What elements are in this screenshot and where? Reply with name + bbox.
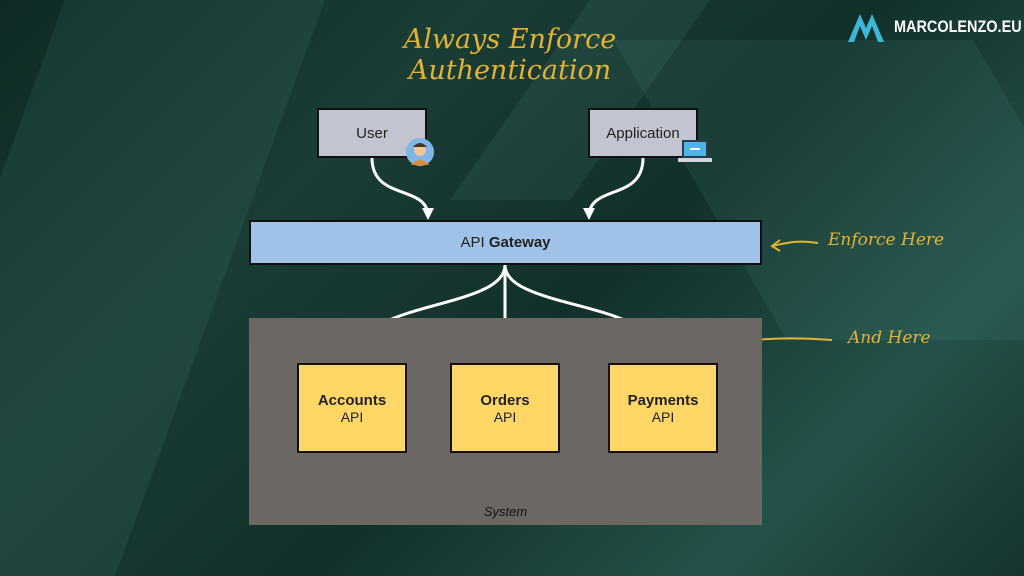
api-name: Payments [627,391,699,409]
logo-text: MARCOLENZO.EU [894,17,1022,36]
application-box: Application [588,108,698,158]
api-name: Accounts [317,391,387,409]
user-label: User [356,124,388,142]
logo-icon [848,14,884,42]
system-label: System [483,504,528,519]
arrow-app-gateway [587,157,645,215]
application-label: Application [606,124,680,142]
note-enforce-here: Enforce Here [828,230,945,250]
api-suffix: API [651,408,675,425]
api-name: Orders [480,391,530,409]
api-suffix: API [340,408,364,425]
note-and-here: And Here [848,328,931,348]
user-avatar-icon [406,138,434,166]
gateway-name: Gateway [488,234,551,251]
api-suffix: API [493,408,517,425]
logo: MARCOLENZO.EU [846,10,1024,44]
api-gateway: API Gateway [249,220,762,265]
slide-title: Always Enforce Authentication [403,24,617,86]
user-box: User [317,108,427,158]
note-arrow-gateway [770,239,819,252]
gateway-prefix: API [460,234,485,251]
laptop-icon [678,140,712,162]
arrow-user-gateway [370,157,430,215]
